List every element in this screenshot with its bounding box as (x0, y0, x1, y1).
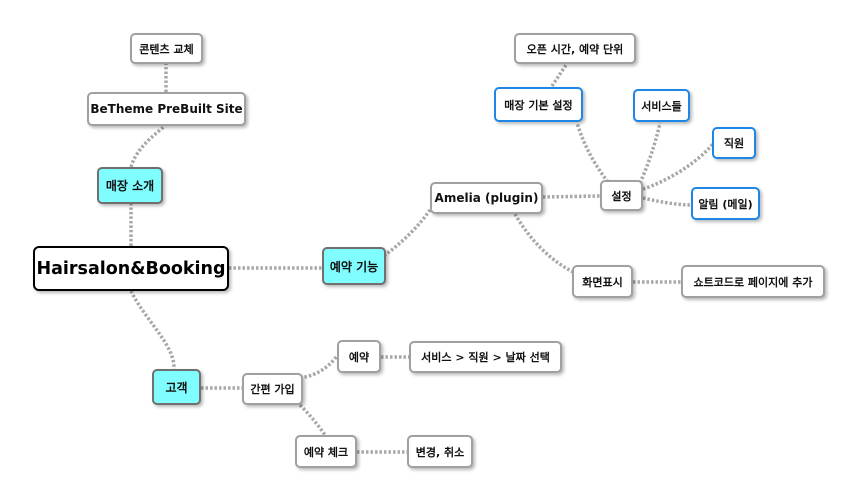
link-booking-amelia (382, 206, 434, 258)
root-node[interactable]: Hairsalon&Booking (33, 246, 229, 291)
node-amelia[interactable]: Amelia (plugin) (430, 182, 543, 214)
link-root-customer (129, 290, 176, 370)
node-settings[interactable]: 설정 (600, 180, 643, 211)
node-check-reserve[interactable]: 예약 체크 (295, 435, 357, 468)
node-store-intro[interactable]: 매장 소개 (97, 167, 163, 204)
node-customer[interactable]: 고객 (152, 369, 201, 405)
link-settings-store-basic (575, 122, 610, 184)
link-settings-staff (642, 142, 715, 191)
link-amelia-display (513, 213, 574, 274)
node-store-basic[interactable]: 매장 기본 설정 (494, 87, 583, 122)
node-reserve[interactable]: 예약 (337, 340, 381, 373)
node-notify[interactable]: 알림 (메일) (691, 187, 760, 220)
link-amelia-settings (542, 194, 601, 199)
node-services[interactable]: 서비스들 (633, 89, 690, 122)
link-settings-notify (642, 196, 692, 207)
node-reserve-flow[interactable]: 서비스 > 직원 > 날짜 선택 (409, 341, 562, 373)
node-change-cancel[interactable]: 변경, 취소 (407, 435, 473, 468)
link-settings-services (638, 122, 662, 184)
node-easy-signup[interactable]: 간편 가입 (242, 373, 303, 405)
node-betheme[interactable]: BeTheme PreBuilt Site (87, 92, 246, 126)
node-staff[interactable]: 직원 (712, 127, 756, 159)
node-open-time[interactable]: 오픈 시간, 예약 단위 (514, 33, 636, 64)
node-booking-feature[interactable]: 예약 기능 (322, 247, 386, 285)
link-signup-reserve (299, 354, 339, 380)
link-signup-check (298, 403, 327, 437)
node-content-replace[interactable]: 콘텐츠 교체 (130, 33, 203, 64)
link-store-basic-open (550, 64, 568, 87)
node-shortcode[interactable]: 쇼트코드로 페이지에 추가 (681, 265, 825, 298)
node-display[interactable]: 화면표시 (572, 265, 633, 298)
link-store-intro-betheme (129, 124, 167, 168)
